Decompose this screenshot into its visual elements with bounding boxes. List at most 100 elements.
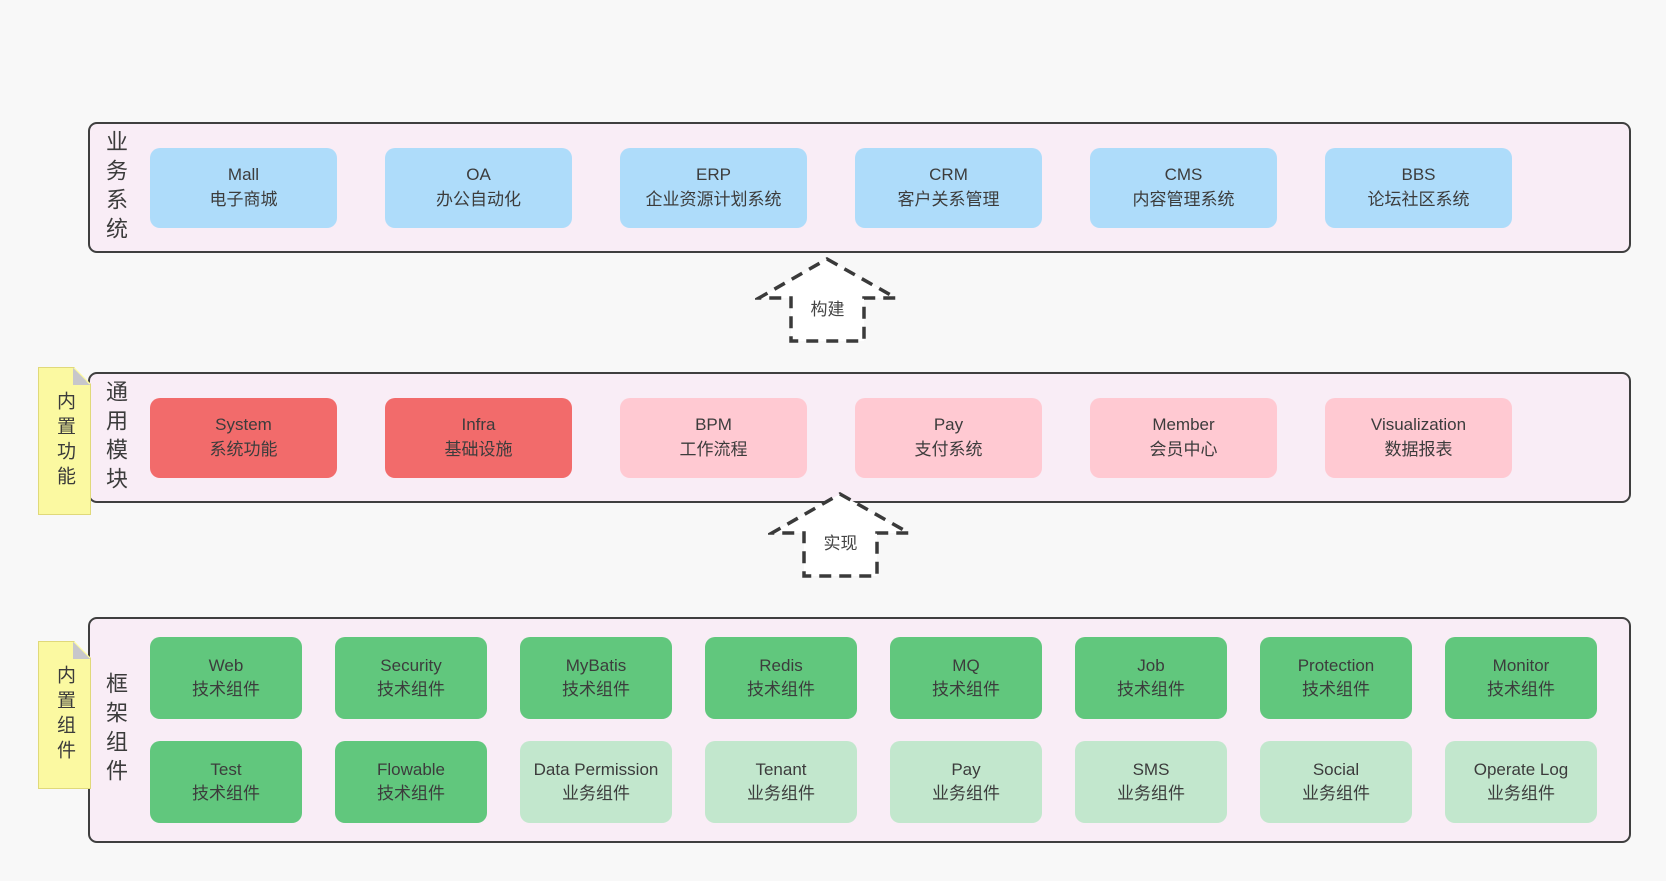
box-protection: Protection 技术组件: [1260, 637, 1412, 719]
box-title: Web: [208, 655, 244, 675]
box-mall: Mall 电子商城: [150, 147, 337, 228]
box-title: Flowable: [376, 759, 446, 779]
box-subtitle: 基础设施: [444, 439, 513, 459]
box-redis: Redis 技术组件: [705, 637, 857, 719]
arrow-implement: 实现: [768, 489, 913, 581]
box-sms: SMS 业务组件: [1075, 741, 1227, 823]
box-flowable: Flowable 技术组件: [335, 741, 487, 823]
box-pay: Pay 业务组件: [890, 741, 1042, 823]
box-title: SMS: [1132, 759, 1170, 779]
arrow-build: 构建: [755, 255, 900, 345]
box-data-permission: Data Permission 业务组件: [520, 741, 672, 823]
box-subtitle: 技术组件: [1117, 680, 1185, 699]
box-subtitle: 技术组件: [377, 784, 445, 803]
box-subtitle: 办公自动化: [436, 189, 521, 209]
box-title: Redis: [759, 655, 803, 675]
box-title: Security: [380, 655, 442, 675]
box-subtitle: 业务组件: [747, 784, 815, 803]
box-subtitle: 论坛社区系统: [1367, 189, 1470, 209]
box-bbs: BBS 论坛社区系统: [1325, 147, 1512, 228]
sticky-note-builtin-features: 内置功能: [38, 367, 91, 515]
box-title: CRM: [929, 165, 968, 185]
box-subtitle: 技术组件: [747, 680, 815, 699]
box-pay: Pay 支付系统: [855, 397, 1042, 478]
box-title: Infra: [461, 415, 496, 435]
box-title: Monitor: [1492, 655, 1550, 675]
box-title: Visualization: [1370, 415, 1467, 435]
box-web: Web 技术组件: [150, 637, 302, 719]
arrow-build-label: 构建: [807, 294, 848, 320]
box-subtitle: 技术组件: [192, 784, 260, 803]
box-subtitle: 内容管理系统: [1132, 189, 1235, 209]
box-subtitle: 数据报表: [1384, 439, 1453, 459]
box-subtitle: 电子商城: [209, 189, 278, 209]
sticky-note-builtin-components: 内置组件: [38, 641, 91, 789]
box-security: Security 技术组件: [335, 637, 487, 719]
box-title: BPM: [695, 415, 732, 435]
band-business-systems: 业务系统 Mall 电子商城 OA 办公自动化 ERP 企业资源计划系统 CRM 客户关系管理…: [88, 122, 1631, 253]
box-mq: MQ 技术组件: [890, 637, 1042, 719]
sticky-note-builtin-features-label: 内置功能: [54, 391, 75, 491]
box-title: Pay: [933, 415, 964, 435]
box-subtitle: 业务组件: [932, 784, 1000, 803]
band-business-systems-label: 业务系统: [103, 129, 128, 246]
box-title: Data Permission: [533, 759, 659, 779]
box-bpm: BPM 工作流程: [620, 397, 807, 478]
box-title: Tenant: [755, 759, 807, 779]
box-subtitle: 技术组件: [377, 680, 445, 699]
band-common-modules: 通用模块 System 系统功能 Infra 基础设施 BPM 工作流程 Pay 支付系统 Me…: [88, 372, 1631, 503]
box-title: CMS: [1164, 165, 1203, 185]
box-visualization: Visualization 数据报表: [1325, 397, 1512, 478]
box-subtitle: 工作流程: [679, 439, 748, 459]
band-common-modules-label: 通用模块: [103, 379, 128, 496]
box-subtitle: 技术组件: [1487, 680, 1555, 699]
box-tenant: Tenant 业务组件: [705, 741, 857, 823]
arrow-implement-label: 实现: [820, 529, 861, 555]
box-mybatis: MyBatis 技术组件: [520, 637, 672, 719]
box-title: MyBatis: [565, 655, 627, 675]
business-systems-boxes: Mall 电子商城 OA 办公自动化 ERP 企业资源计划系统 CRM 客户关系管理 CMS 内容…: [150, 147, 1512, 228]
box-title: ERP: [696, 165, 731, 185]
folded-corner-icon: [73, 368, 90, 385]
box-erp: ERP 企业资源计划系统: [620, 147, 807, 228]
box-infra: Infra 基础设施: [385, 397, 572, 478]
box-title: Member: [1152, 415, 1215, 435]
box-system: System 系统功能: [150, 397, 337, 478]
box-title: System: [215, 415, 272, 435]
box-title: Social: [1312, 759, 1360, 779]
box-cms: CMS 内容管理系统: [1090, 147, 1277, 228]
box-subtitle: 系统功能: [209, 439, 278, 459]
box-oa: OA 办公自动化: [385, 147, 572, 228]
box-subtitle: 企业资源计划系统: [645, 189, 782, 209]
box-subtitle: 技术组件: [1302, 680, 1370, 699]
box-title: Protection: [1297, 655, 1375, 675]
box-title: Pay: [951, 759, 981, 779]
box-subtitle: 业务组件: [562, 784, 630, 803]
box-crm: CRM 客户关系管理: [855, 147, 1042, 228]
box-title: BBS: [1401, 165, 1436, 185]
box-title: Mall: [227, 165, 260, 185]
box-title: MQ: [952, 655, 980, 675]
box-member: Member 会员中心: [1090, 397, 1277, 478]
box-social: Social 业务组件: [1260, 741, 1412, 823]
box-subtitle: 技术组件: [932, 680, 1000, 699]
box-subtitle: 业务组件: [1117, 784, 1185, 803]
box-subtitle: 会员中心: [1149, 439, 1218, 459]
box-subtitle: 客户关系管理: [897, 189, 1000, 209]
box-subtitle: 技术组件: [192, 680, 260, 699]
box-subtitle: 业务组件: [1302, 784, 1370, 803]
box-subtitle: 支付系统: [914, 439, 983, 459]
band-framework-components-label: 框架组件: [103, 672, 128, 788]
box-subtitle: 业务组件: [1487, 784, 1555, 803]
common-modules-boxes: System 系统功能 Infra 基础设施 BPM 工作流程 Pay 支付系统 Member 会…: [150, 397, 1512, 478]
box-title: OA: [466, 165, 491, 185]
box-title: Test: [210, 759, 242, 779]
box-test: Test 技术组件: [150, 741, 302, 823]
sticky-note-builtin-components-label: 内置组件: [54, 665, 75, 765]
box-subtitle: 技术组件: [562, 680, 630, 699]
box-title: Job: [1137, 655, 1165, 675]
